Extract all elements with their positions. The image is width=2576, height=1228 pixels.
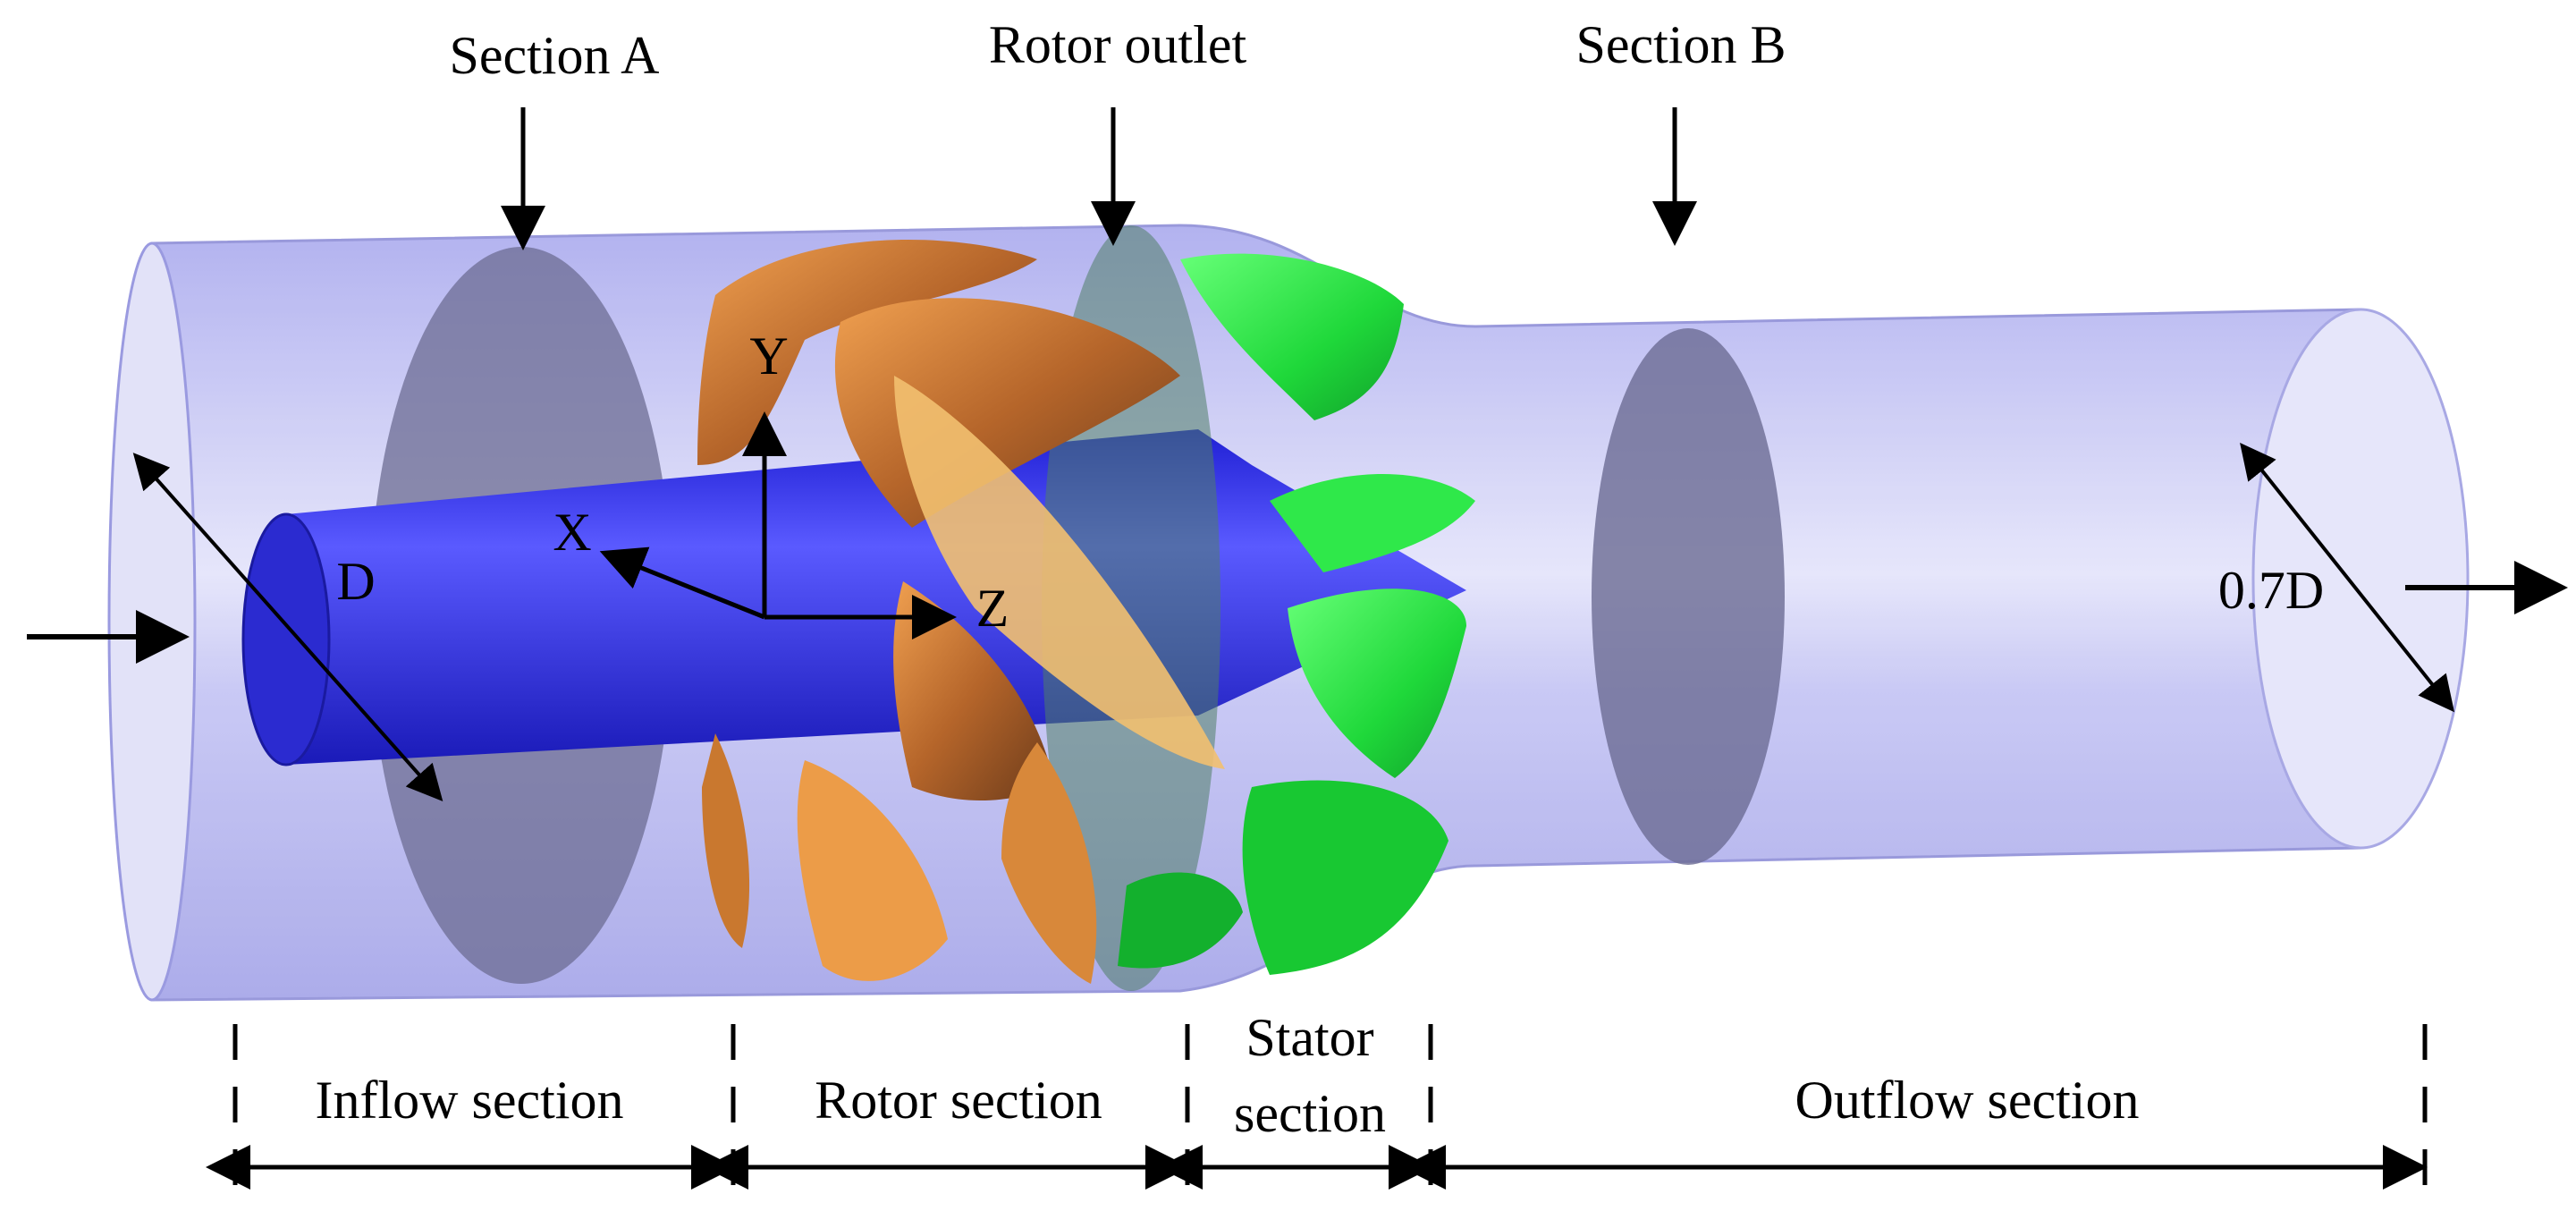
diameter-07d-label: 0.7D [2218, 561, 2324, 620]
section-a-label: Section A [450, 26, 660, 85]
axis-z-label: Z [976, 579, 1009, 638]
x-axis-arrow [599, 546, 765, 620]
axis-y-label: Y [749, 326, 788, 385]
section-b-callout: Section B [1576, 15, 1786, 246]
section-b-label: Section B [1576, 15, 1786, 74]
diameter-d-label: D [336, 552, 375, 611]
section-b-plane [1592, 328, 1785, 865]
rotor-blades [697, 239, 1225, 984]
inflow-section-label: Inflow section [316, 1071, 624, 1130]
rotor-outlet-label: Rotor outlet [989, 15, 1247, 74]
stator-section-label-line1: Stator [1246, 1008, 1373, 1067]
rotor-outlet-callout: Rotor outlet [989, 15, 1247, 246]
rotor-section-label: Rotor section [815, 1071, 1102, 1130]
outlet-diameter-dimension: 0.7D [2218, 442, 2454, 713]
section-a-callout: Section A [450, 26, 660, 250]
inlet-face [107, 241, 197, 1002]
stator-blades [1118, 253, 1475, 975]
coordinate-axes: Y Z X [553, 326, 1009, 639]
stator-section-label-line2: section [1234, 1084, 1386, 1143]
axis-x-label: X [553, 503, 591, 562]
inlet-diameter-dimension: D [132, 453, 443, 801]
outflow-section-label: Outflow section [1795, 1071, 2140, 1130]
